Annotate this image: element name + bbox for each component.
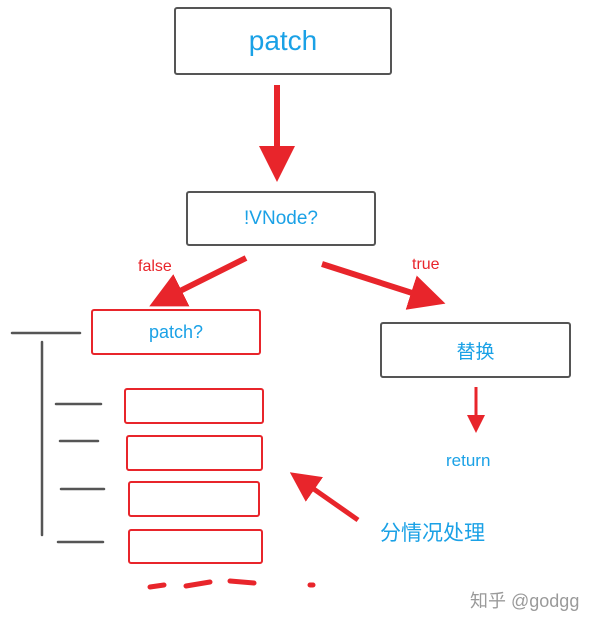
edge-true-label: true: [412, 256, 440, 273]
tree-bracket: [10, 331, 106, 544]
case-box: [126, 435, 263, 471]
node-patch-q-label: patch?: [148, 321, 204, 342]
case-box: [128, 481, 260, 517]
node-vnode-check: !VNode?: [186, 191, 376, 246]
node-replace-label: 替换: [456, 341, 495, 363]
continuation-dashes: [147, 578, 316, 590]
arrow-true-branch: [321, 261, 446, 310]
node-patch: patch: [174, 7, 392, 75]
annotation-label: 分情况处理: [380, 522, 485, 545]
node-replace: 替换: [380, 322, 571, 378]
watermark: 知乎 @godgg: [470, 591, 580, 611]
node-patch-label: patch: [248, 25, 318, 56]
arrow-false-branch: [149, 255, 248, 307]
node-patch-q: patch?: [91, 309, 261, 355]
case-box: [128, 529, 263, 564]
edge-false-label: false: [138, 258, 172, 275]
node-return-label: return: [446, 451, 491, 470]
arrow-annotation: [289, 472, 360, 523]
node-vnode-check-label: !VNode?: [244, 207, 318, 229]
case-box: [124, 388, 264, 424]
